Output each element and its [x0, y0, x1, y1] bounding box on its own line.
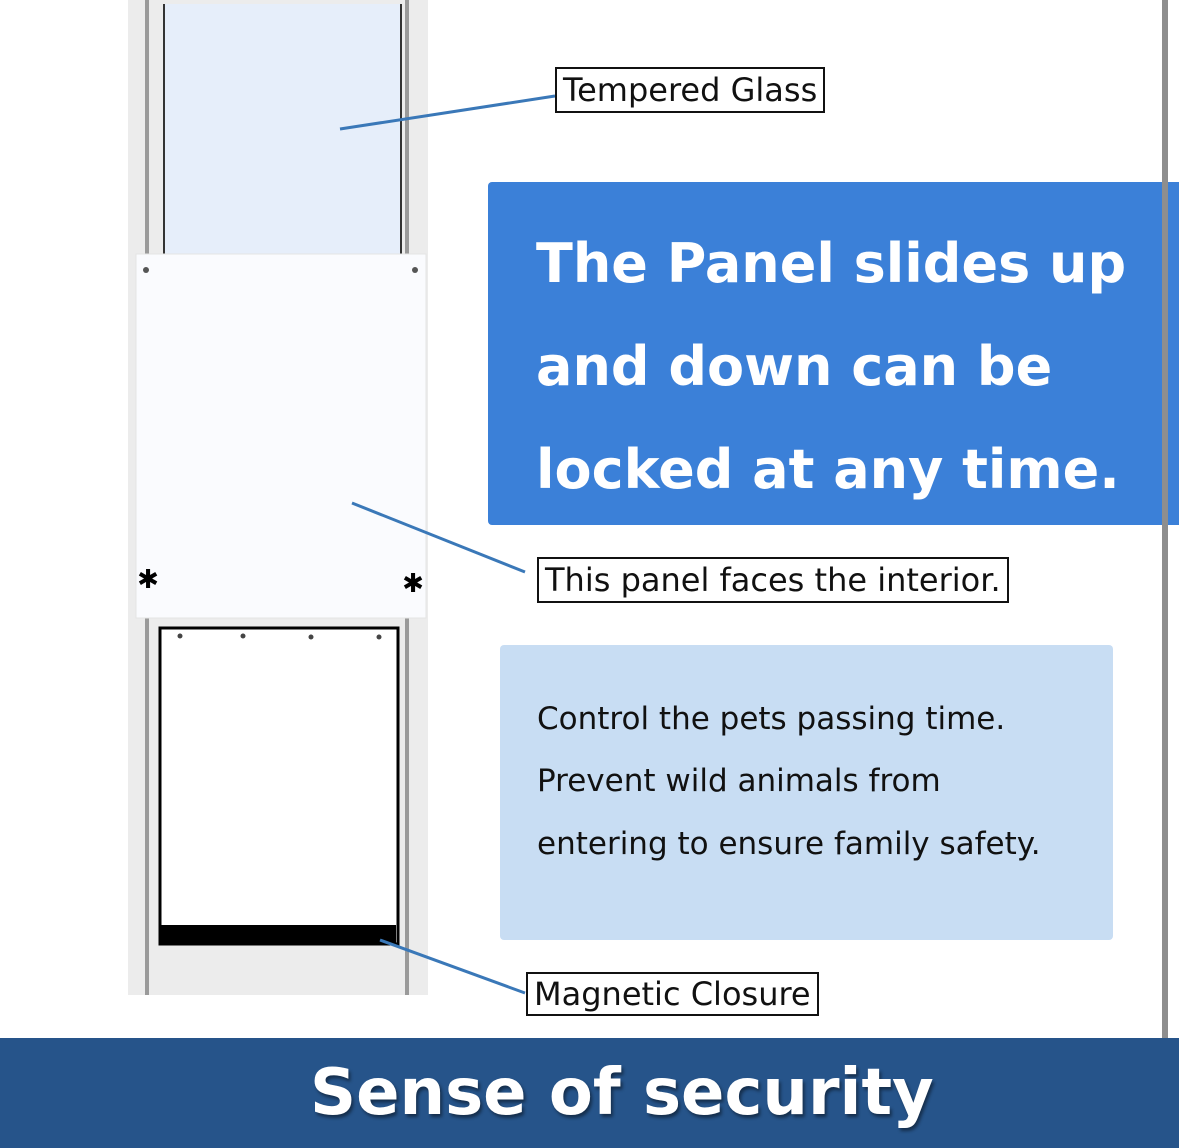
label-magnetic-closure: Magnetic Closure [526, 972, 819, 1016]
headline-line: The Panel slides up [536, 232, 1127, 295]
banner-title: Sense of security [310, 1056, 934, 1130]
info-line: entering to ensure family safety. [537, 826, 1041, 862]
headline-line: locked at any time. [536, 438, 1120, 501]
label-panel-interior: This panel faces the interior. [537, 557, 1009, 603]
leader-line [351, 501, 526, 574]
magnetic-strip [160, 925, 396, 944]
lock-knob-icon[interactable]: ✱ [402, 569, 424, 599]
leader-line [379, 938, 526, 995]
sliding-panel [135, 253, 427, 619]
pet-flap [158, 626, 400, 946]
info-box: Control the pets passing time. Prevent w… [500, 645, 1113, 940]
bottom-banner: Sense of security [0, 1038, 1179, 1148]
info-line: Prevent wild animals from [537, 763, 941, 799]
tempered-glass-pane [165, 4, 401, 254]
info-line: Control the pets passing time. [537, 701, 1006, 737]
label-tempered-glass: Tempered Glass [555, 67, 826, 113]
headline-box: The Panel slides up and down can be lock… [488, 182, 1179, 525]
headline-line: and down can be [536, 335, 1053, 398]
leader-line [339, 94, 556, 131]
edge-divider [1162, 0, 1168, 1038]
lock-knob-icon[interactable]: ✱ [137, 565, 159, 595]
